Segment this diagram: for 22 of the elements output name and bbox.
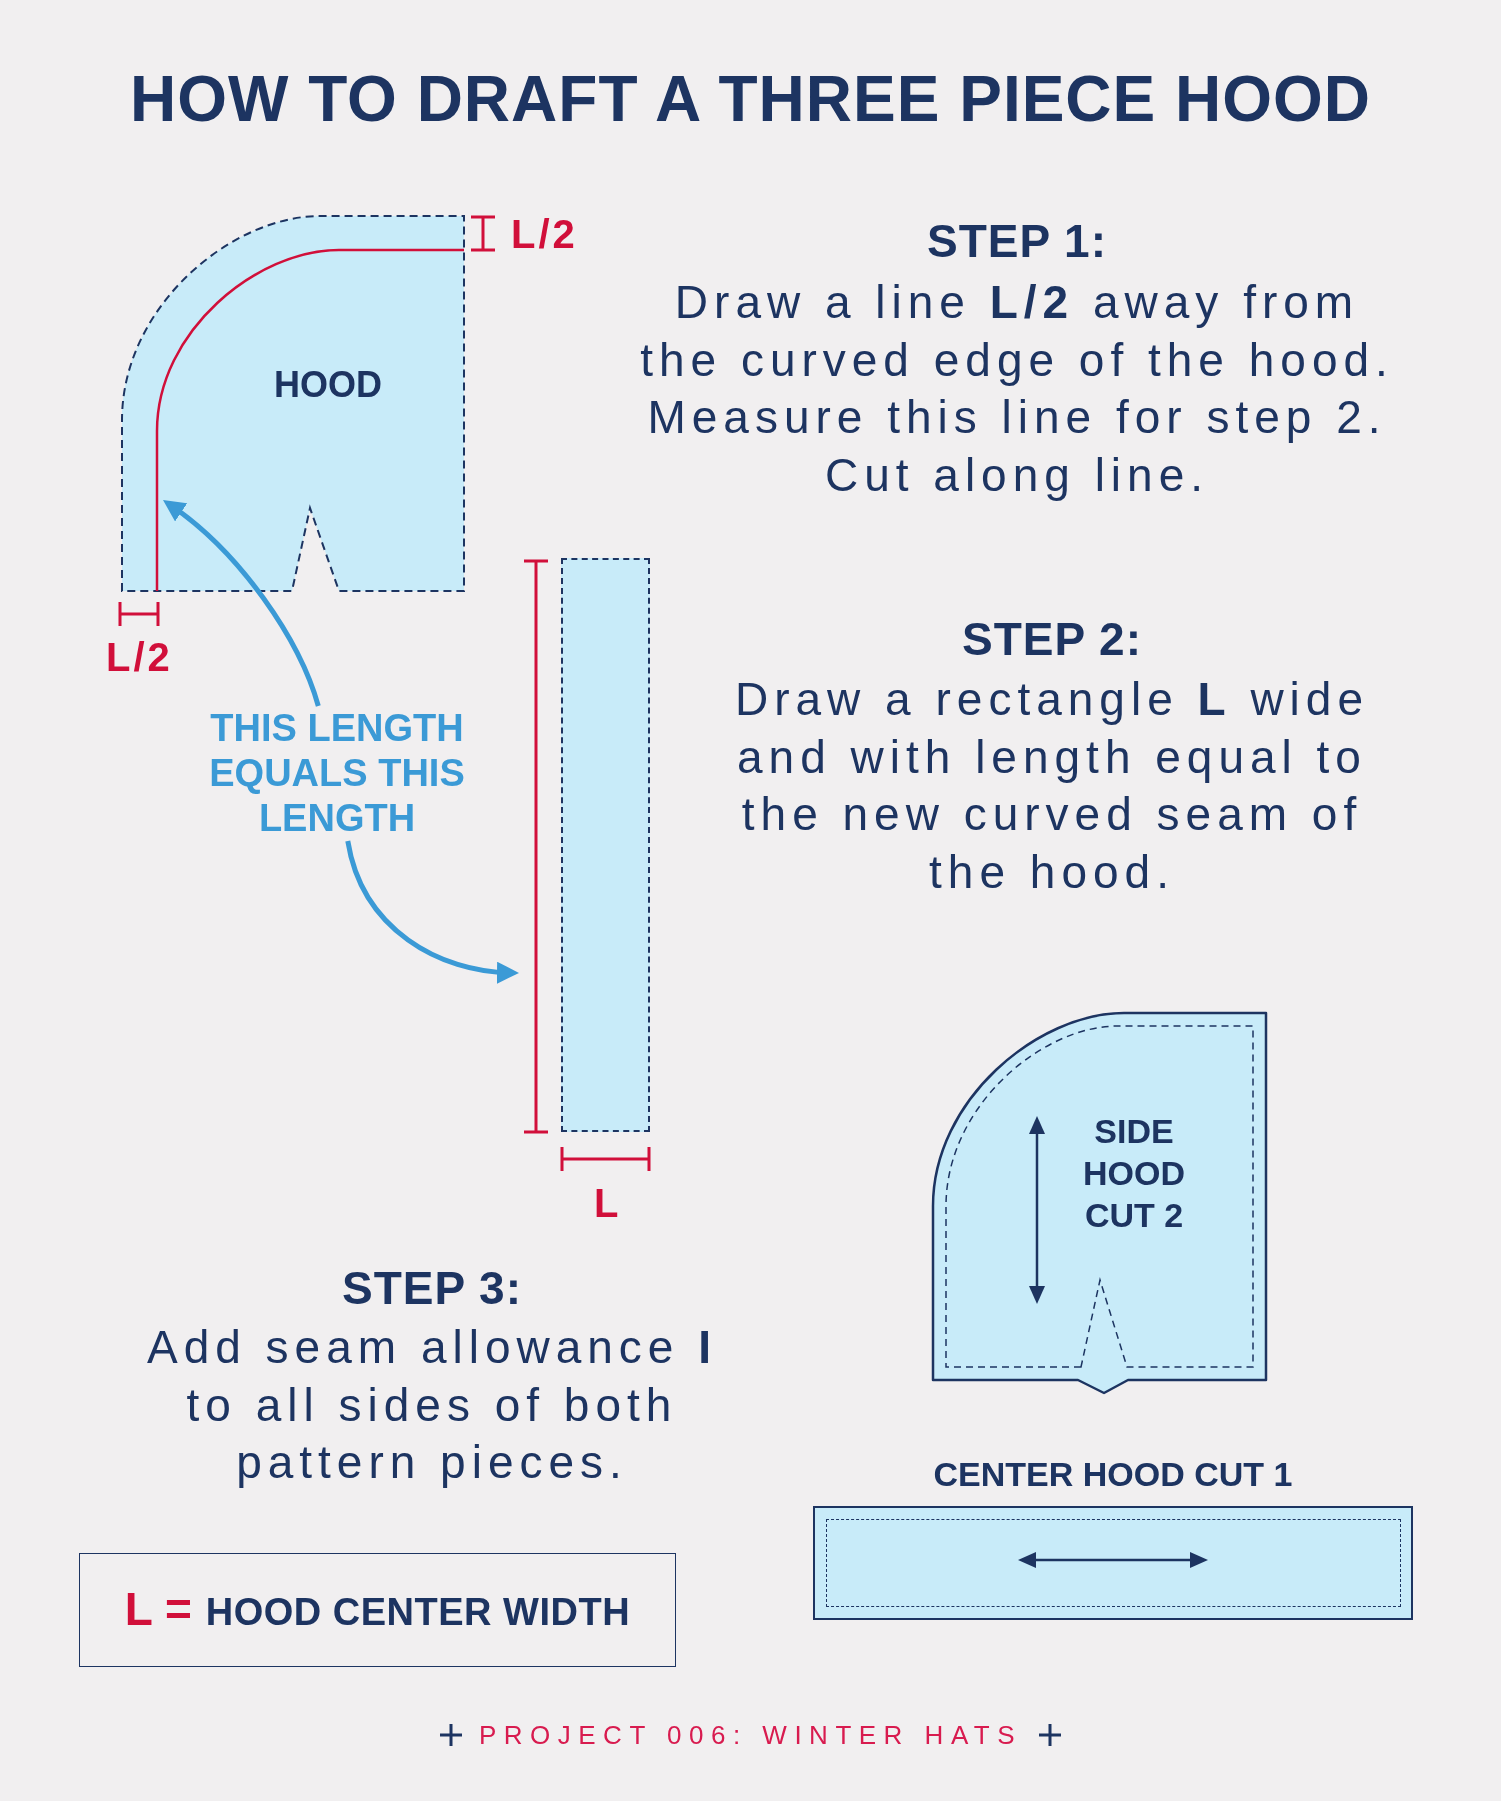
pattern-rectangle (561, 558, 650, 1132)
step-text: Draw a line L/2 away from the curved edge of the hood. Measure this line for step 2. Cut along line. (639, 275, 1395, 503)
step-heading: STEP 2: (962, 612, 1142, 667)
step-text: Add seam allowance I to all sides of both pattern pieces. (146, 1320, 718, 1490)
footer-text: PROJECT 006: WINTER HATS (478, 1719, 1023, 1752)
callout-text: THIS LENGTH EQUALS THIS LENGTH (208, 706, 466, 841)
piece-label: SIDE HOOD CUT 2 (1082, 1111, 1186, 1236)
symbol-text: L = (124, 1586, 192, 1632)
step-heading: STEP 1: (927, 214, 1107, 269)
dimension-label: L/2 (511, 214, 578, 254)
step-heading: STEP 3: (342, 1261, 522, 1316)
definition-box (79, 1553, 676, 1667)
arrow (345, 840, 519, 984)
piece-label: HOOD (273, 365, 383, 405)
arrow (163, 499, 321, 707)
definition-text: HOOD CENTER WIDTH (205, 1593, 631, 1631)
page-title: HOW TO DRAFT A THREE PIECE HOOD (129, 63, 1372, 135)
piece-label: CENTER HOOD CUT 1 (933, 1454, 1293, 1494)
step-text: Draw a rectangle L wide and with length equal to the new curved seam of the hood. (734, 672, 1370, 900)
length-dimension-line (522, 559, 550, 1134)
dimension-label: L/2 (106, 637, 173, 677)
dimension-label: L (594, 1183, 622, 1223)
